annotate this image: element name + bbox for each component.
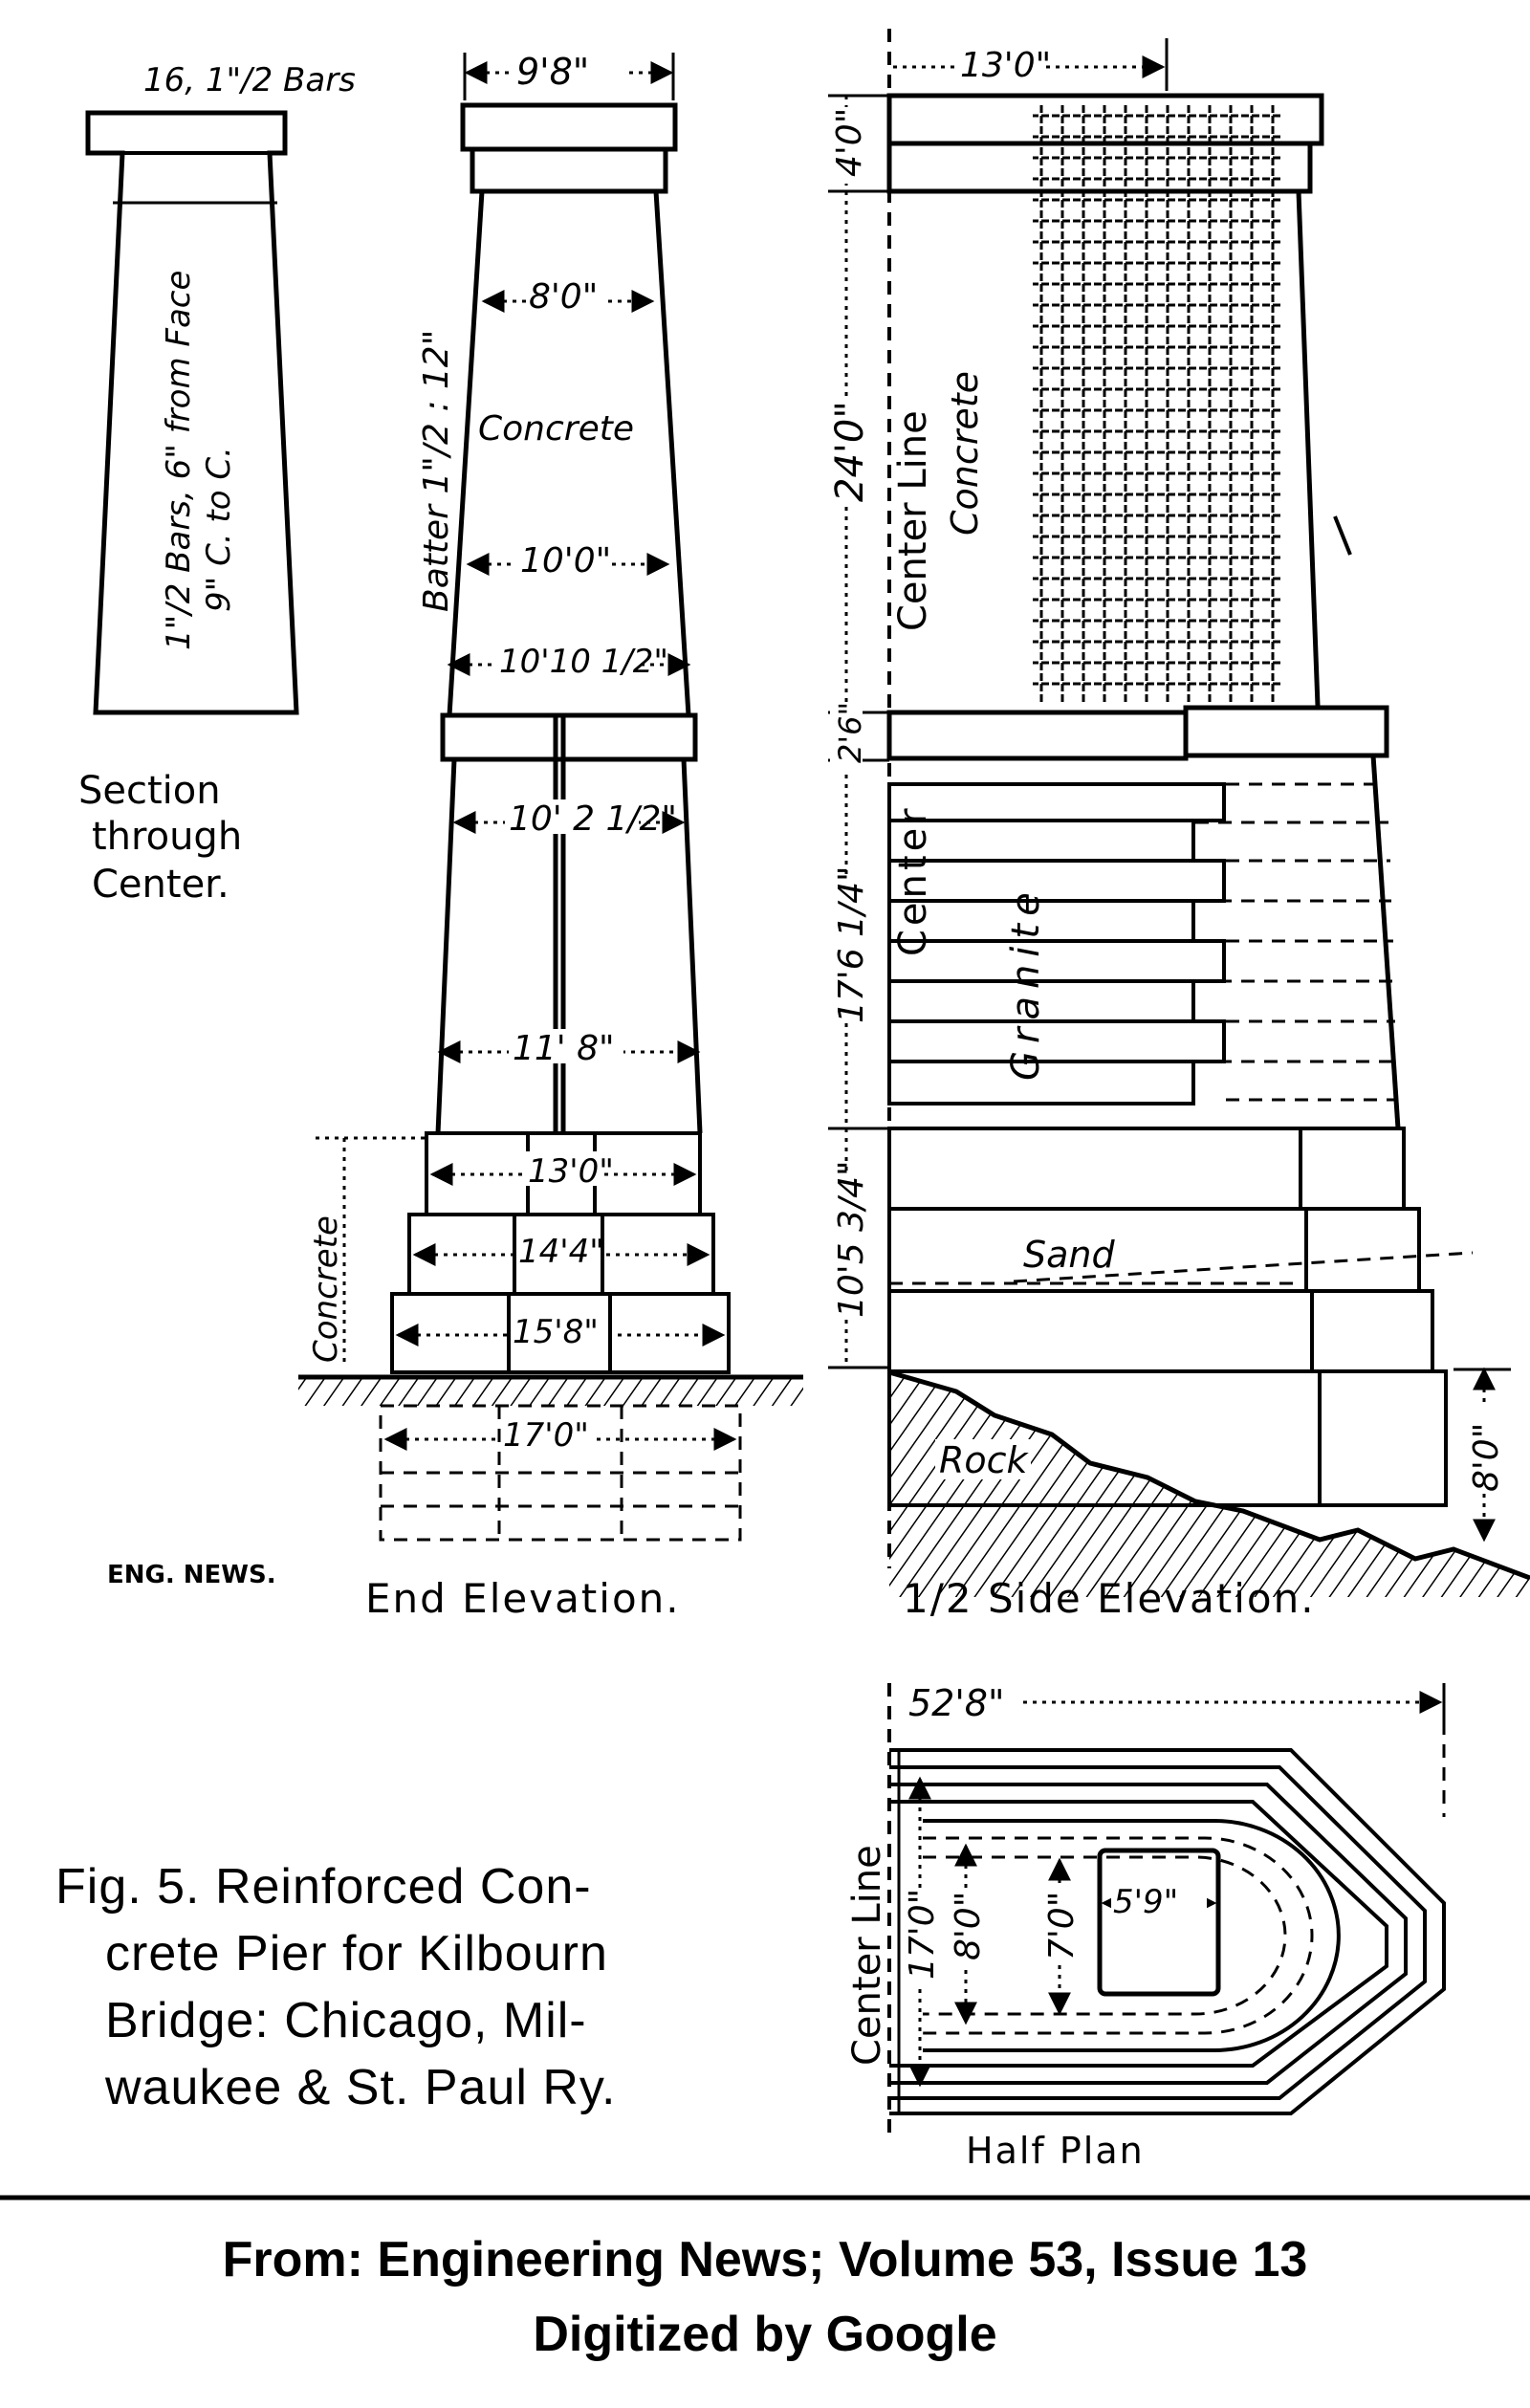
plan-dim-8: 8'0" (949, 1892, 988, 1960)
source-line-2: Digitized by Google (533, 2307, 996, 2362)
plan-outline-1 (889, 1748, 1446, 2115)
caption-line-4: waukee & St. Paul Ry. (104, 2060, 617, 2115)
end-concrete-label: Concrete (478, 409, 634, 449)
side-dim-24: 24'0" (828, 401, 872, 502)
side-granite-label: Granite (1004, 885, 1048, 1081)
side-elevation-title: 1/2 Side Elevation. (903, 1575, 1316, 1622)
source-line-1: From: Engineering News; Volume 53, Issue… (223, 2232, 1308, 2288)
end-concrete-footing-label: Concrete (307, 1215, 345, 1363)
half-plan: 52'8" Center Line 17'0" 8'0" 7'0" 5'9" H… (845, 1682, 1446, 2172)
plan-opening (1097, 1848, 1221, 1997)
end-dim-10: 10'0" (520, 541, 611, 580)
end-dim-10-2: 10' 2 1/2" (509, 799, 677, 839)
section-bars-spacing-label: 9" C. to C. (200, 447, 238, 612)
section-bars-side-label: 1"/2 Bars, 6" from Face (160, 271, 198, 650)
plan-dim-7: 7'0" (1042, 1892, 1082, 1960)
side-footing-step-3 (887, 1289, 1314, 1373)
side-dim-13: 13'0" (960, 46, 1051, 85)
caption-line-3: Bridge: Chicago, Mil- (105, 1993, 587, 2048)
side-dim-17-6: 17'6 1/4" (832, 865, 871, 1023)
plan-dim-52-8: 52'8" (908, 1682, 1004, 1724)
figure-caption: Fig. 5. Reinforced Con- crete Pier for K… (55, 1859, 617, 2115)
end-dim-14: 14'4" (518, 1233, 604, 1271)
section-caption-2: through (92, 815, 242, 859)
end-dim-8: 8'0" (529, 277, 598, 317)
side-line-label: Center Line (891, 410, 935, 631)
side-granite-edge (1370, 755, 1401, 1129)
end-dim-17: 17'0" (503, 1416, 589, 1455)
plan-shaft-outline (923, 1819, 1341, 2052)
side-reinforcing-mesh (1033, 105, 1281, 703)
plan-outline-2 (889, 1765, 1427, 2100)
end-batter-label: Batter 1"/2 : 12" (417, 330, 456, 612)
plan-outline-4 (889, 1800, 1388, 2068)
end-dim-top: 9'8" (516, 51, 589, 93)
side-granite-courses (887, 782, 1397, 1105)
caption-line-2: crete Pier for Kilbourn (105, 1926, 608, 1981)
end-granite-cap (440, 712, 698, 762)
half-side-elevation: 13'0" 4'0" 24'0" 2'6" 17'6 1/4" 10'5 3/4… (828, 29, 1530, 1622)
side-dim-2-6: 2'6" (832, 702, 868, 763)
end-dim-13: 13'0" (528, 1152, 614, 1191)
section-caption-3: Center. (92, 863, 230, 907)
caption-line-1: Fig. 5. Reinforced Con- (55, 1859, 592, 1915)
side-sand-label: Sand (1023, 1234, 1115, 1276)
end-granite-shaft (435, 758, 703, 1134)
half-plan-title: Half Plan (966, 2130, 1145, 2172)
end-ground-hatch (298, 1377, 803, 1406)
section-through-center: 16, 1"/2 Bars 1"/2 Bars, 6" from Face 9"… (78, 61, 356, 907)
end-elevation: 9'8" 8'0" Batter 1"/2 : 12" Concrete 10'… (107, 51, 803, 1622)
side-rock-label: Rock (939, 1439, 1030, 1481)
section-bars-top-label: 16, 1"/2 Bars (143, 61, 356, 99)
plan-center-line-label: Center Line (845, 1845, 889, 2066)
plan-dim-17: 17'0" (903, 1889, 942, 1980)
end-dim-11-8: 11' 8" (513, 1029, 615, 1068)
side-shaft-edge (1296, 190, 1321, 707)
plan-outline-3 (889, 1783, 1408, 2085)
section-caption-1: Section (78, 769, 221, 813)
end-dim-10-10: 10'10 1/2" (499, 643, 668, 681)
plan-dim-5-9: 5'9" (1113, 1883, 1178, 1921)
side-dim-10-5: 10'5 3/4" (832, 1160, 871, 1318)
side-dim-4: 4'0" (830, 108, 869, 177)
end-elevation-title: End Elevation. (365, 1575, 681, 1622)
end-coping-top (460, 102, 678, 152)
side-concrete-label: Concrete (944, 371, 986, 536)
side-rock-hatch (889, 1372, 1530, 1597)
end-dim-15: 15'8" (513, 1313, 599, 1351)
side-center-label: Center (891, 804, 935, 956)
end-shaft-outline (447, 190, 691, 716)
side-dim-8: 8'0" (1467, 1423, 1506, 1492)
eng-news-credit: ENG. NEWS. (107, 1561, 276, 1589)
end-coping-bottom (470, 146, 668, 194)
side-granite-cap (1183, 705, 1389, 758)
end-footing-step-3 (390, 1292, 731, 1374)
side-footing-step-1 (887, 1127, 1302, 1211)
